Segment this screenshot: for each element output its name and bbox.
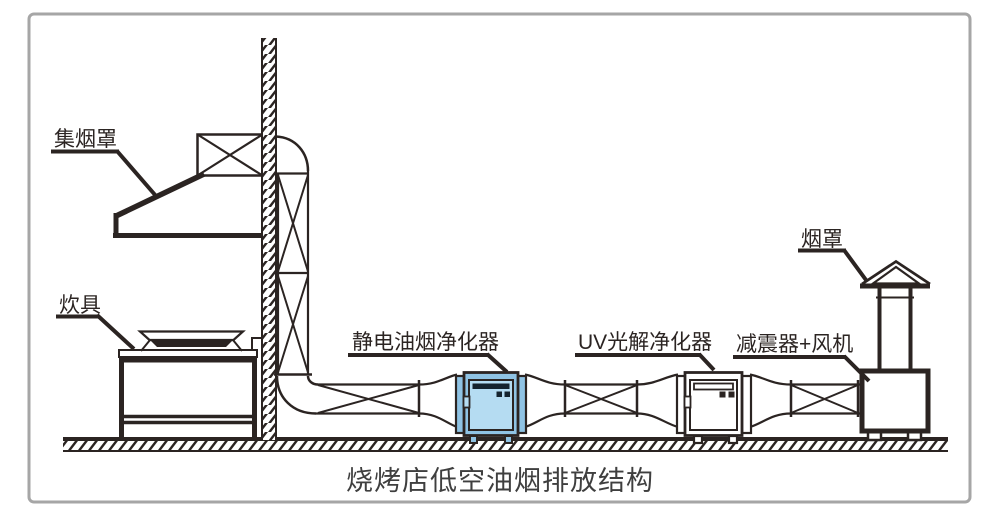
vertical-duct (274, 135, 319, 415)
uv-leader-line (575, 352, 716, 372)
diagram-title: 烧烤店低空油烟排放结构 (346, 466, 654, 496)
fan-box (859, 368, 931, 442)
cooker-label: 炊具 (59, 294, 101, 317)
fan-leader-line (733, 354, 871, 383)
chimney-cap (860, 259, 931, 289)
cap-label: 烟罩 (801, 228, 843, 251)
fan-label: 减震器+风机 (736, 333, 853, 356)
transition (749, 373, 792, 429)
esp-unit (454, 371, 528, 444)
esp-leader-line (348, 352, 509, 374)
labels: 集烟罩 炊具 静电油烟净化器 UV光解净化器 减震器+风机 烟罩 (54, 128, 853, 356)
cap-leader-line (798, 248, 868, 282)
cooker-pan (137, 330, 246, 352)
transition (524, 373, 566, 429)
chimney (876, 288, 914, 371)
hood-duct-inlet (196, 133, 264, 177)
esp-vent-slot (472, 383, 510, 389)
duct-elbow-bottom (275, 375, 317, 415)
leader-lines (51, 149, 871, 383)
uv-unit (675, 371, 753, 445)
horizontal-duct (316, 373, 862, 429)
wall (261, 38, 277, 440)
cooker-table (118, 330, 263, 438)
transition (636, 373, 679, 429)
drawing: 集烟罩 炊具 静电油烟净化器 UV光解净化器 减震器+风机 烟罩 烧烤店低空油烟… (51, 38, 948, 496)
collection-hood (113, 171, 263, 238)
esp-label: 静电油烟净化器 (352, 331, 499, 354)
duct-elbow-top (275, 135, 310, 172)
esp-latch (462, 395, 471, 409)
uv-latch (683, 395, 692, 409)
cooker-leader-line (56, 313, 136, 351)
uv-vent-slot (693, 382, 734, 391)
hood-label: 集烟罩 (54, 128, 117, 151)
transition (418, 373, 458, 429)
hood-leader-line (51, 149, 158, 198)
uv-label: UV光解净化器 (578, 331, 712, 354)
